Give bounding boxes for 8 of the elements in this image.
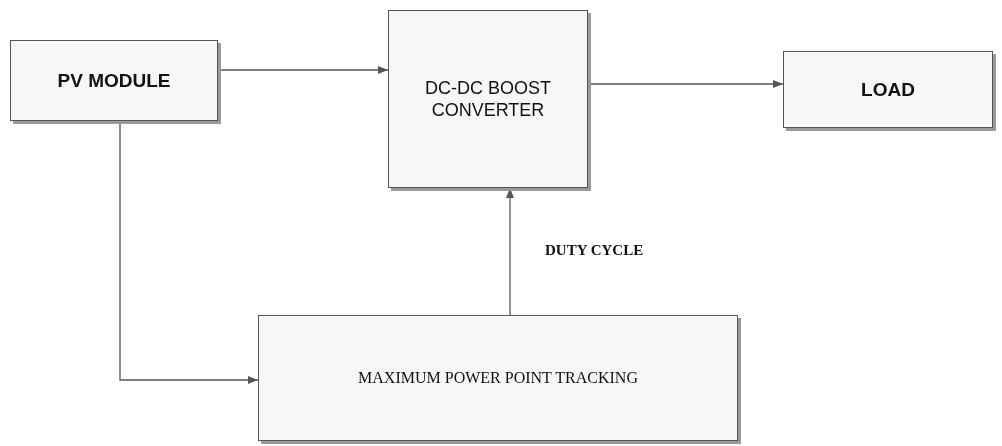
process-box [388, 10, 588, 188]
process-box [10, 40, 218, 121]
process-box [258, 315, 738, 441]
box-label: PV MODULE [57, 68, 171, 93]
box-label: LOAD [861, 77, 915, 102]
box-label: MAXIMUM POWER POINT TRACKING [358, 368, 638, 388]
process-box [783, 51, 993, 128]
box-label: DC-DC BOOST CONVERTER [424, 76, 552, 122]
